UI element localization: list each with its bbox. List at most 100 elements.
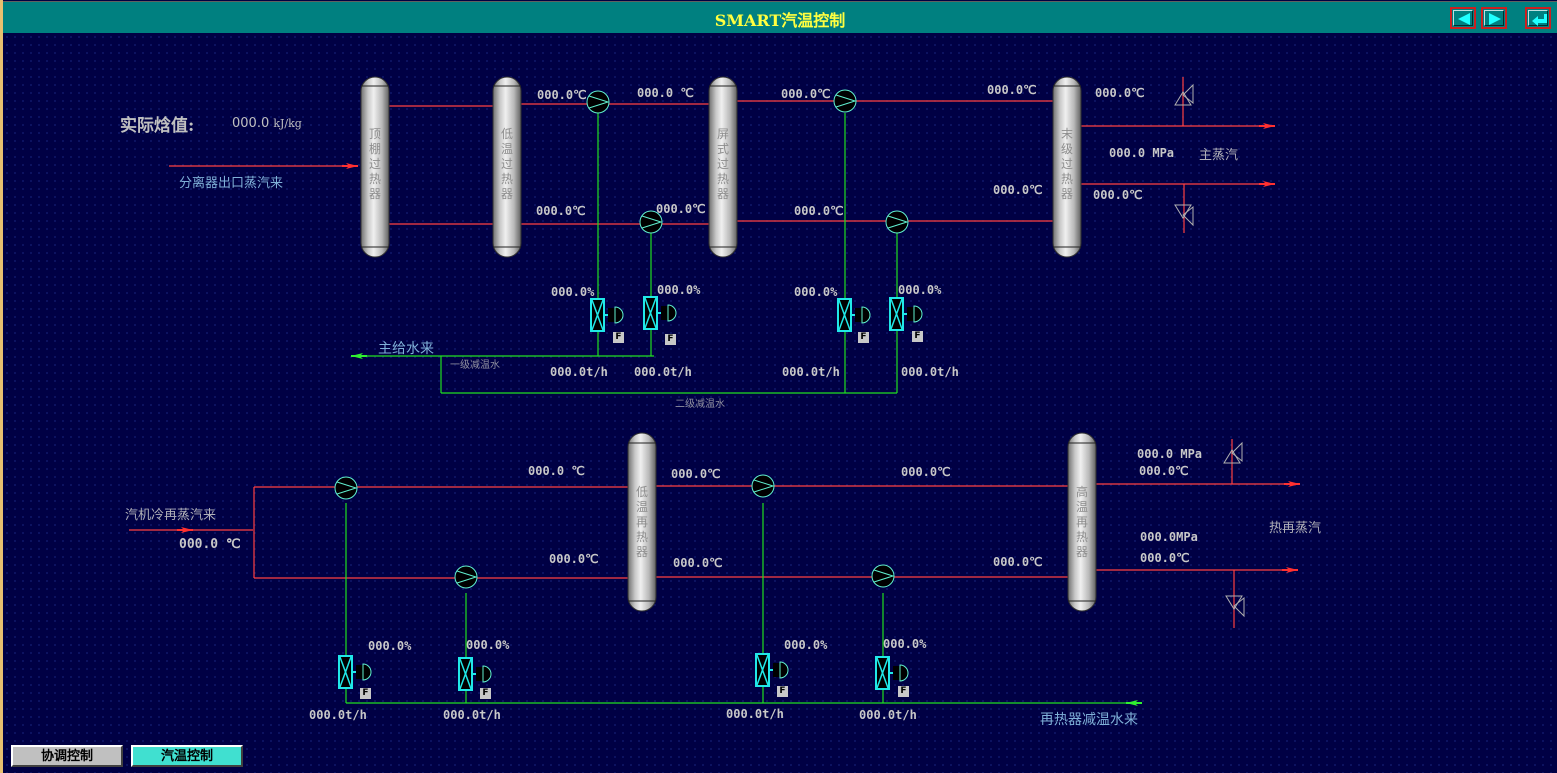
process-diagram: 顶棚过热器 低温过热器 屏式过热器 末级过热器 低温再热器 高温再热器 实际焓值…: [3, 33, 1557, 773]
spray-valve-icon[interactable]: [837, 298, 871, 332]
valve-mode-button[interactable]: F: [665, 334, 676, 345]
low-temp-reheater-label: 低温再热器: [635, 485, 648, 559]
valve-opening: 000.0%: [368, 639, 412, 653]
next-page-button[interactable]: [1481, 7, 1507, 29]
header-ceiling-superheater: [360, 76, 390, 258]
main-steam-arrow-top: [1258, 122, 1276, 130]
temp-readout: 000.0℃: [537, 88, 587, 102]
valve-mode-button[interactable]: F: [777, 686, 788, 697]
valve-mode-button[interactable]: F: [480, 688, 491, 699]
hot-reheat-temp-top: 000.0℃: [1139, 464, 1189, 478]
pump-icon[interactable]: [833, 89, 857, 113]
spray-valve-icon[interactable]: [643, 296, 677, 330]
spray-flow: 000.0t/h: [726, 707, 784, 721]
window-edge: [0, 0, 3, 773]
temp-readout: 000.0℃: [993, 555, 1043, 569]
safety-valve-icon[interactable]: [1223, 442, 1243, 464]
main-steam-arrow-bottom: [1258, 180, 1276, 188]
pump-icon[interactable]: [334, 476, 358, 500]
tab-steam-temp-control[interactable]: 汽温控制: [131, 745, 243, 767]
stage1-spray-label: 一级减温水: [450, 360, 500, 371]
temp-readout: 000.0℃: [993, 183, 1043, 197]
temp-readout: 000.0℃: [536, 204, 586, 218]
pump-icon[interactable]: [586, 90, 610, 114]
main-steam-temp-top: 000.0℃: [1095, 86, 1145, 100]
superheater-steam-pipes: [169, 77, 1263, 233]
valve-mode-button[interactable]: F: [613, 332, 624, 343]
reheater-spray-water-label: 再热器减温水来: [1040, 712, 1138, 728]
safety-valve-icon[interactable]: [1225, 595, 1245, 617]
tab-coordinated-control[interactable]: 协调控制: [11, 745, 123, 767]
header-low-temp-superheater: [492, 76, 522, 258]
page-title: SMART汽温控制: [714, 11, 846, 30]
spray-valve-icon[interactable]: [590, 298, 624, 332]
valve-opening: 000.0%: [898, 283, 942, 297]
header-low-temp-reheater: [627, 432, 657, 612]
spray-valve-icon[interactable]: [338, 655, 372, 689]
return-button[interactable]: [1525, 7, 1551, 29]
hot-reheat-arrow-bottom: [1281, 566, 1299, 574]
return-enter-icon: [1532, 14, 1547, 26]
temp-readout: 000.0℃: [794, 204, 844, 218]
safety-valve-icon[interactable]: [1174, 84, 1194, 106]
temp-readout: 000.0℃: [781, 87, 831, 101]
prev-page-button[interactable]: [1450, 7, 1476, 29]
hot-reheat-arrow-top: [1283, 480, 1301, 488]
temp-readout: 000.0℃: [987, 83, 1037, 97]
reheater-spray-arrow: [1125, 699, 1143, 707]
spray-valve-icon[interactable]: [875, 656, 909, 690]
pipe-network: [129, 76, 1301, 707]
enthalpy-readout: 000.0 kJ/kg: [232, 116, 302, 131]
pump-icon[interactable]: [751, 474, 775, 498]
hot-reheat-label: 热再蒸汽: [1269, 521, 1322, 536]
arrow-right-icon: [1489, 13, 1501, 25]
spray-flow: 000.0t/h: [550, 365, 608, 379]
spray-flow: 000.0t/h: [782, 365, 840, 379]
cold-reheat-label: 汽机冷再蒸汽来: [125, 508, 217, 523]
spray-flow: 000.0t/h: [443, 708, 501, 722]
hot-reheat-temp-bottom: 000.0℃: [1140, 551, 1190, 565]
high-temp-reheater-label: 高温再热器: [1075, 485, 1088, 559]
spray-valve-icon[interactable]: [458, 657, 492, 691]
valve-mode-button[interactable]: F: [858, 332, 869, 343]
valve-mode-button[interactable]: F: [898, 686, 909, 697]
valve-opening: 000.0%: [784, 638, 828, 652]
spray-valve-icon[interactable]: [755, 653, 789, 687]
hot-reheat-pressure-top: 000.0 MPa: [1137, 447, 1202, 461]
hot-reheat-pressure-bottom: 000.0MPa: [1140, 530, 1198, 544]
superheater-spray-pipes: [363, 113, 898, 394]
temp-readout: 000.0 ℃: [528, 464, 585, 478]
valve-mode-button[interactable]: F: [360, 688, 371, 699]
temp-readout: 000.0℃: [901, 465, 951, 479]
pressure-unit: MPa: [1176, 530, 1198, 544]
arrow-left-icon: [1458, 13, 1470, 25]
spray-flow: 000.0t/h: [634, 365, 692, 379]
enthalpy-unit: kJ/kg: [273, 117, 302, 130]
feedwater-arrow: [350, 352, 368, 360]
pressure-value: 000.0: [1137, 447, 1174, 461]
pump-icon[interactable]: [454, 565, 478, 589]
pump-icon[interactable]: [885, 210, 909, 234]
spray-valve-icon[interactable]: [889, 297, 923, 331]
main-steam-pressure: 000.0 MPa: [1109, 146, 1174, 160]
feedwater-label: 主给水来: [378, 341, 434, 357]
ceiling-superheater-label: 顶棚过热器: [368, 127, 381, 201]
cold-reheat-temp: 000.0 ℃: [179, 537, 241, 552]
valve-opening: 000.0%: [466, 638, 510, 652]
pump-icon[interactable]: [871, 564, 895, 588]
temp-readout: 000.0 ℃: [637, 86, 694, 100]
header-platen-superheater: [708, 76, 738, 258]
pressure-unit: MPa: [1180, 447, 1203, 461]
valve-opening: 000.0%: [657, 283, 701, 297]
temp-readout: 000.0℃: [549, 552, 599, 566]
enthalpy-value: 000.0: [232, 116, 270, 131]
valve-mode-button[interactable]: F: [912, 331, 923, 342]
heat-exchangers: [360, 76, 1097, 612]
reheater-steam-pipes: [129, 439, 1288, 628]
header-high-temp-reheater: [1067, 432, 1097, 612]
temp-readout: 000.0℃: [656, 202, 706, 216]
platen-superheater-label: 屏式过热器: [716, 127, 729, 201]
final-superheater-label: 末级过热器: [1060, 127, 1073, 201]
valve-opening: 000.0%: [883, 637, 927, 651]
